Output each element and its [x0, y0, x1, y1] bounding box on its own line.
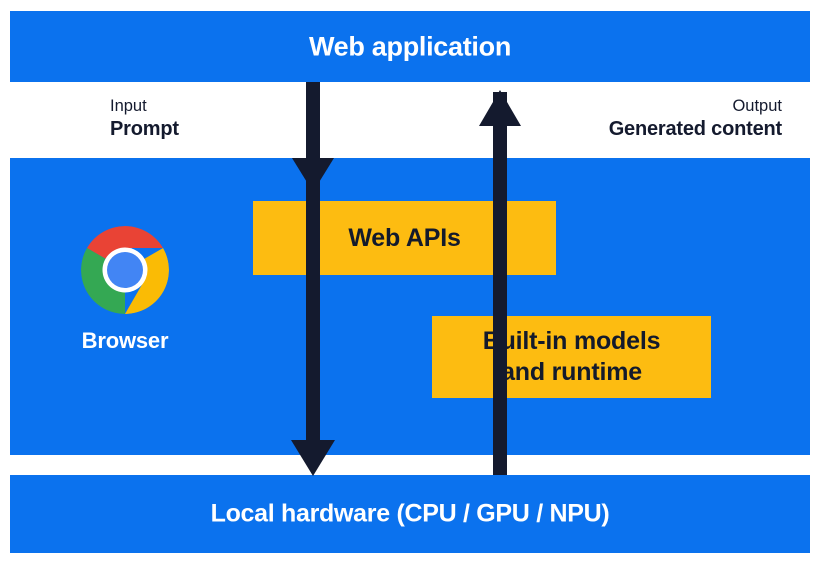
input-value-label: Prompt: [110, 118, 179, 141]
web-application-band: Web application: [10, 11, 810, 82]
browser-block: Browser: [40, 226, 210, 354]
built-in-models-label: Built-in models and runtime: [483, 326, 661, 388]
input-kind-label: Input: [110, 97, 147, 115]
built-in-models-label-line1: Built-in models: [482, 327, 661, 355]
output-kind-label: Output: [732, 97, 782, 115]
input-caption: Input Prompt: [110, 96, 179, 143]
web-application-title: Web application: [308, 31, 512, 61]
built-in-models-box: Built-in models and runtime: [432, 316, 711, 398]
web-apis-box: Web APIs: [253, 201, 556, 275]
output-value-label: Generated content: [608, 118, 783, 141]
web-apis-label: Web APIs: [348, 223, 461, 252]
built-in-models-label-line2: and runtime: [501, 358, 642, 386]
browser-label: Browser: [81, 328, 169, 353]
output-caption: Output Generated content: [608, 96, 783, 143]
local-hardware-band: Local hardware (CPU / GPU / NPU): [10, 475, 810, 553]
local-hardware-title: Local hardware (CPU / GPU / NPU): [210, 499, 610, 528]
chrome-logo-icon: [81, 226, 169, 314]
